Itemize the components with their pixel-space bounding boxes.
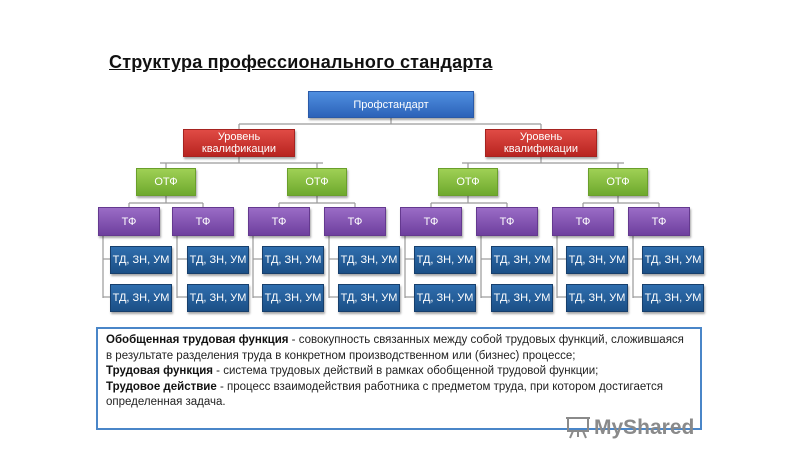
node-label: ТД, ЗН, УМ xyxy=(568,292,626,304)
node-tf: ТФ xyxy=(324,207,386,236)
node-leaf: ТД, ЗН, УМ xyxy=(338,284,400,312)
node-label: ТД, ЗН, УМ xyxy=(189,254,247,266)
node-label: ОТФ xyxy=(305,176,329,188)
node-tf: ТФ xyxy=(400,207,462,236)
node-leaf: ТД, ЗН, УМ xyxy=(187,246,249,274)
node-label: ОТФ xyxy=(606,176,630,188)
node-profstandart: Профстандарт xyxy=(308,91,474,118)
node-leaf: ТД, ЗН, УМ xyxy=(414,246,476,274)
node-leaf: ТД, ЗН, УМ xyxy=(566,246,628,274)
node-label: ТФ xyxy=(271,215,287,228)
node-label: ОТФ xyxy=(456,176,480,188)
node-leaf: ТД, ЗН, УМ xyxy=(110,284,172,312)
node-tf: ТФ xyxy=(98,207,160,236)
node-label: ТД, ЗН, УМ xyxy=(340,254,398,266)
node-label: ТФ xyxy=(195,215,211,228)
node-leaf: ТД, ЗН, УМ xyxy=(642,246,704,274)
node-level-1: Уровень квалификации xyxy=(183,129,295,157)
definition-term: Трудовая функция xyxy=(106,365,213,377)
node-leaf: ТД, ЗН, УМ xyxy=(491,246,553,274)
node-label: ТД, ЗН, УМ xyxy=(493,292,551,304)
presentation-board-icon xyxy=(566,417,590,439)
node-label: Уровень квалификации xyxy=(201,131,277,155)
node-label: ТД, ЗН, УМ xyxy=(340,292,398,304)
node-label: ТД, ЗН, УМ xyxy=(416,254,474,266)
node-label: ТФ xyxy=(499,215,515,228)
node-leaf: ТД, ЗН, УМ xyxy=(262,246,324,274)
node-label: ТД, ЗН, УМ xyxy=(644,254,702,266)
node-tf: ТФ xyxy=(552,207,614,236)
node-label: Профстандарт xyxy=(353,98,429,111)
node-label: ТД, ЗН, УМ xyxy=(644,292,702,304)
node-leaf: ТД, ЗН, УМ xyxy=(491,284,553,312)
node-leaf: ТД, ЗН, УМ xyxy=(414,284,476,312)
definition-tf: Трудовая функция - система трудовых дейс… xyxy=(106,364,692,380)
node-label: ТД, ЗН, УМ xyxy=(189,292,247,304)
node-leaf: ТД, ЗН, УМ xyxy=(338,246,400,274)
node-label: ТД, ЗН, УМ xyxy=(112,292,170,304)
node-leaf: ТД, ЗН, УМ xyxy=(110,246,172,274)
watermark: MyShared xyxy=(566,416,694,440)
definition-text: - совокупность связанных между собой тру… xyxy=(106,334,684,362)
watermark-text: MyShared xyxy=(594,416,695,439)
definition-term: Трудовое действие xyxy=(106,380,217,393)
node-label: ТФ xyxy=(651,215,667,228)
definition-text: - процесс взаимодействия работника с пре… xyxy=(106,380,663,409)
node-otf: ОТФ xyxy=(438,168,498,196)
definition-td: Трудовое действие - процесс взаимодейств… xyxy=(106,380,692,411)
node-label: ТФ xyxy=(423,215,439,228)
node-leaf: ТД, ЗН, УМ xyxy=(566,284,628,312)
definition-term: Обобщенная трудовая функция xyxy=(106,334,289,346)
definitions-panel: Обобщенная трудовая функция - совокупнос… xyxy=(96,327,702,430)
page-title: Структура профессионального стандарта xyxy=(109,52,493,72)
node-tf: ТФ xyxy=(248,207,310,236)
node-label: ТД, ЗН, УМ xyxy=(416,292,474,304)
node-label: Уровень квалификации xyxy=(503,131,579,155)
definition-otf: Обобщенная трудовая функция - совокупнос… xyxy=(106,333,692,364)
node-leaf: ТД, ЗН, УМ xyxy=(642,284,704,312)
node-tf: ТФ xyxy=(172,207,234,236)
node-label: ТФ xyxy=(575,215,591,228)
node-label: ТД, ЗН, УМ xyxy=(493,254,551,266)
node-leaf: ТД, ЗН, УМ xyxy=(262,284,324,312)
node-otf: ОТФ xyxy=(136,168,196,196)
node-leaf: ТД, ЗН, УМ xyxy=(187,284,249,312)
node-level-2: Уровень квалификации xyxy=(485,129,597,157)
node-label: ТД, ЗН, УМ xyxy=(112,254,170,266)
node-label: ТД, ЗН, УМ xyxy=(264,254,322,266)
node-label: ТД, ЗН, УМ xyxy=(264,292,322,304)
node-label: ТД, ЗН, УМ xyxy=(568,254,626,266)
node-label: ОТФ xyxy=(154,176,178,188)
node-otf: ОТФ xyxy=(287,168,347,196)
node-otf: ОТФ xyxy=(588,168,648,196)
node-tf: ТФ xyxy=(628,207,690,236)
node-label: ТФ xyxy=(121,215,137,228)
node-tf: ТФ xyxy=(476,207,538,236)
node-label: ТФ xyxy=(347,215,363,228)
definition-text: - система трудовых действий в рамках обо… xyxy=(212,365,599,377)
